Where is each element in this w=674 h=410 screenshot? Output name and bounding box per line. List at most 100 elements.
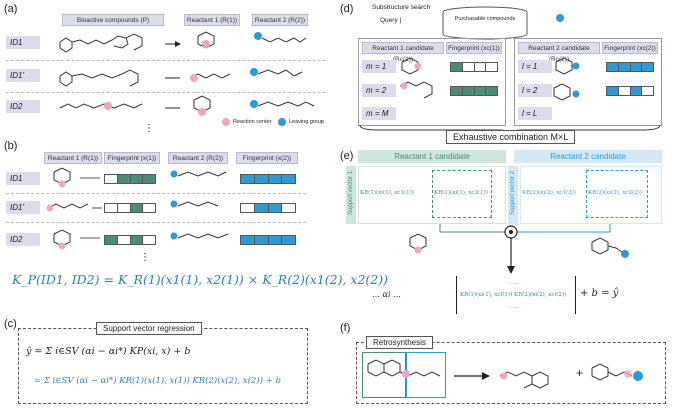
panel-a-row-divider (6, 60, 326, 61)
molecule-target (367, 359, 441, 378)
reaction-center-swatch (222, 118, 230, 126)
svr-line-1: ŷ = Σ i∈SV (αi − αi*) KP(xi, x) + b (26, 346, 191, 357)
molecule-r1-2 (189, 73, 231, 82)
panel-d-label: (d) (340, 3, 354, 15)
fingerprint-r1-id1prime (104, 203, 156, 213)
panel-a-label: (a) (4, 3, 18, 15)
panel-a-id1prime: ID1' (6, 69, 40, 82)
molecule-e-r1 (409, 233, 427, 254)
panel-d-header-rc2: Reactant 2 candidate (Rc(2)) (518, 42, 600, 63)
result-dots-bottom: …… (508, 304, 519, 310)
molecule-r2-2 (250, 68, 303, 77)
row-l1: l = 1 (518, 60, 552, 73)
fingerprint-c2-l2 (606, 86, 654, 96)
fingerprint-c2-l1 (606, 62, 654, 72)
panel-b-header-fp2: Fingerprint (x(2)) (236, 152, 298, 164)
kernel-cell-2: KR(1)(xi(1), xc2(1)) (434, 190, 488, 196)
fingerprint-r1-id2 (104, 235, 156, 245)
molecule-bioactive-1 (59, 33, 143, 53)
support-vector-1-bar (346, 166, 356, 224)
panel-e-connector (409, 224, 629, 274)
panel-a-header-reactant1: Reactant 1 (R(1)) (184, 14, 240, 26)
panel-b-dots: ⋮ (140, 252, 150, 263)
candidate-box-2 (514, 38, 662, 126)
r2-candidate-header: Reactant 2 candidate (514, 150, 662, 163)
molecule-b-r2-2 (170, 200, 219, 208)
legend-reaction-center-label: Reaction center (233, 119, 272, 125)
panel-b-header-r1: Reactant 1 (R(1)) (44, 152, 102, 164)
panel-e-label: (e) (340, 150, 354, 162)
panel-d-header-fpc2: Fingerprint (xc(2)) (602, 42, 658, 54)
kernel-cell-3: KR(2)(xi(2), xc1(2)) (522, 190, 576, 196)
database-icon (442, 6, 528, 40)
molecule-product-1 (499, 371, 549, 389)
svr-box (18, 328, 308, 404)
query-leaving-group-icon (556, 14, 564, 22)
molecule-d-rc2-1 (555, 57, 580, 75)
molecule-r1-1 (197, 31, 215, 49)
panel-a-header-bioactive: Bioactive compounds (P) (62, 14, 164, 26)
molecule-b-r1-2 (46, 203, 89, 212)
molecule-r1-3 (193, 95, 211, 116)
panel-b-header-r2: Reactant 2 (R(2)) (168, 152, 228, 164)
retrosynthesis-title: Retrosynthesis (366, 336, 433, 349)
result-dots-top: …… (508, 280, 519, 286)
molecule-r2-1 (254, 32, 307, 43)
molecule-bioactive-3 (59, 102, 143, 110)
panel-f-label: (f) (340, 322, 351, 334)
panel-b-row-divider (6, 222, 306, 223)
molecule-product-2 (591, 363, 643, 381)
fingerprint-r2-id1 (240, 174, 296, 184)
row-mM: m = M (362, 107, 396, 120)
molecule-r2-3 (250, 100, 315, 108)
sv1-matrix (358, 166, 506, 224)
kernel-equation: K_P(ID1, ID2) = K_R(1)(x1(1), x2(1)) × K… (12, 272, 389, 287)
legend-reaction-center: Reaction center (222, 118, 272, 126)
molecule-b-r2-3 (170, 232, 229, 240)
svr-title: Support vector regression (96, 322, 202, 335)
panel-a-molecules (59, 31, 315, 116)
row-lL: l = L (518, 107, 552, 120)
panel-c-label: (c) (4, 318, 17, 330)
panel-d-molecules (399, 57, 580, 101)
molecule-bioactive-2 (59, 69, 139, 87)
support-vector-1-label: Support vector 1 (348, 170, 354, 216)
substructure-search-title: Substructure search (372, 4, 431, 11)
molecule-e-r2 (591, 237, 629, 258)
panel-b-row-divider (6, 193, 306, 194)
leaving-group-swatch (278, 118, 286, 126)
sv1-highlight (432, 170, 492, 218)
panel-b-id1: ID1 (6, 172, 40, 185)
result-tail: + b = ŷ (580, 288, 619, 299)
panel-a-header-reactant2: Reactant 2 (R(2)) (252, 14, 308, 26)
molecule-b-r1-1 (53, 167, 71, 188)
candidate-box-1 (358, 38, 506, 126)
panel-b-id1prime: ID1' (6, 201, 40, 214)
legend-leaving-group: Leaving group (278, 118, 324, 126)
panel-a-id2: ID2 (6, 100, 40, 113)
sv2-matrix (520, 166, 662, 224)
legend-leaving-group-label: Leaving group (289, 119, 324, 125)
molecule-d-rc2-2 (553, 83, 580, 101)
support-vector-2-bar (508, 166, 518, 224)
molecule-d-rc1-1 (401, 57, 422, 75)
exhaustive-combination-label: Exhaustive combination M×L (446, 130, 576, 144)
panel-b-header-fp1: Fingerprint (x(1)) (104, 152, 160, 164)
query-label: Query | (380, 17, 402, 24)
kernel-cell-1: KR(1)(xi(1), xc1(1)) (360, 190, 414, 196)
result-kernel-cell: KR(1)(xi(1), xcl(1)) KR(2)(xi(2), xcl(2)… (460, 292, 567, 298)
support-vector-2-label: Support vector 2 (510, 170, 516, 216)
panel-b-label: (b) (4, 140, 18, 152)
fingerprint-c1-m2 (450, 86, 498, 96)
panel-a-dots: ⋮ (144, 123, 154, 134)
kernel-cell-4: KR(2)(xi(2), xc2(2)) (588, 190, 642, 196)
panel-a-row-divider (6, 92, 326, 93)
fingerprint-r1-id1 (104, 174, 156, 184)
alpha-row: … αi … (372, 290, 402, 299)
row-m1: m = 1 (362, 60, 396, 73)
fingerprint-r2-id1prime (240, 203, 296, 213)
molecule-b-r1-3 (53, 229, 71, 250)
r1-candidate-header: Reactant 1 candidate (358, 150, 506, 163)
fingerprint-c1-m1 (450, 62, 498, 72)
panel-d-header-rc1: Reactant 1 candidate (Rc(1)) (362, 42, 444, 63)
